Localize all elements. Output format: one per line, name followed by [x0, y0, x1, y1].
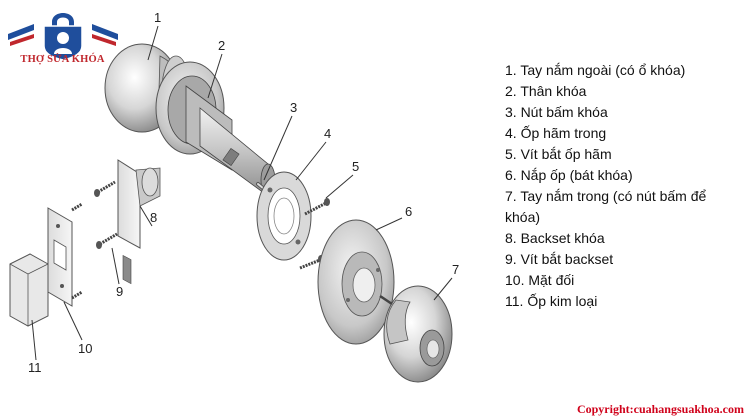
- lock-body: [155, 61, 276, 197]
- callout-numbers: 1 2 3 4 5 6 7 8 9 10 11: [28, 10, 459, 375]
- latch-screws: [94, 180, 118, 249]
- legend-item: 11. Ốp kim loại: [505, 293, 598, 309]
- latch-backset: [117, 159, 161, 285]
- locksmith-lock-shield-icon: [8, 13, 118, 61]
- strike-plate: [47, 202, 83, 307]
- brand-name: THỢ SỬA KHÓA: [20, 54, 105, 65]
- inner-knob: [379, 285, 453, 383]
- callout-10: 10: [78, 341, 92, 356]
- callout-6: 6: [405, 204, 412, 219]
- legend-item: 1. Tay nắm ngoài (có ổ khóa): [505, 62, 686, 78]
- callout-2: 2: [218, 38, 225, 53]
- callout-1: 1: [154, 10, 161, 25]
- copyright-notice: Copyright:cuahangsuakhoa.com: [576, 402, 744, 416]
- callout-11: 11: [28, 360, 42, 375]
- parts-legend: 1. Tay nắm ngoài (có ổ khóa) 2. Thân khó…: [505, 60, 745, 312]
- legend-item: 5. Vít bắt ốp hãm: [505, 146, 612, 162]
- callout-4: 4: [324, 126, 331, 141]
- callout-8: 8: [150, 210, 157, 225]
- legend-item: 2. Thân khóa: [505, 83, 587, 99]
- strike-box: [9, 253, 49, 327]
- rose-cover: [317, 219, 395, 345]
- legend-item: 4. Ốp hãm trong: [505, 125, 607, 141]
- legend-item: 6. Nắp ốp (bát khóa): [505, 167, 633, 183]
- leader-lines: [31, 25, 453, 361]
- legend-item: 8. Backset khóa: [505, 230, 605, 246]
- callout-3: 3: [290, 100, 297, 115]
- exploded-lock-diagram: 1 2 3 4 5 6 7 8 9 10 11: [9, 10, 459, 383]
- legend-item: 9. Vít bắt backset: [505, 251, 614, 267]
- inner-retainer: [256, 171, 312, 261]
- callout-9: 9: [116, 284, 123, 299]
- legend-item: 7. Tay nắm trong (có nút bấm để khóa): [505, 188, 707, 225]
- legend-item: 10. Mặt đối: [505, 272, 575, 288]
- callout-5: 5: [352, 159, 359, 174]
- legend-item: 3. Nút bấm khóa: [505, 104, 608, 120]
- callout-7: 7: [452, 262, 459, 277]
